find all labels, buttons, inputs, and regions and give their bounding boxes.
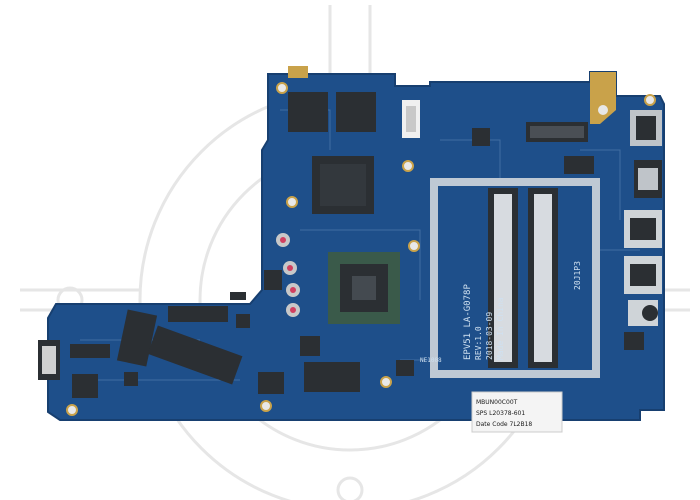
ribbon-connector: [147, 325, 243, 385]
svg-text:MBUN00C00T: MBUN00C00T: [476, 399, 518, 406]
silkscreen-date: 2018-03-09: [485, 312, 494, 360]
silkscreen-small-label: NE1008: [420, 357, 442, 364]
ribbon-connector: [70, 344, 110, 358]
small-components: [124, 128, 594, 392]
silkscreen-vertical-code: 20J1P3: [573, 261, 582, 290]
right-ports: [624, 110, 662, 350]
capacitors: [276, 233, 300, 317]
part-sticker: MBUN00C00T SPS L20378-601 Date Code 7L2B…: [471, 391, 563, 433]
silkscreen-rev: REV:1.0: [474, 326, 483, 360]
svg-text:SPS L20378-601: SPS L20378-601: [476, 410, 525, 417]
silkscreen-origin: Made In China: [496, 297, 505, 360]
gold-bracket: [590, 72, 616, 124]
ribbon-connector: [258, 372, 284, 394]
ribbon-connector: [168, 306, 228, 322]
gold-bracket: [288, 66, 308, 78]
memory-chip: [336, 92, 376, 132]
memory-chip: [288, 92, 328, 132]
ribbon-connector: [116, 309, 158, 367]
ribbon-connector: [72, 374, 98, 398]
svg-text:Date Code 7L2B18: Date Code 7L2B18: [476, 421, 532, 428]
ram-slots: [430, 178, 600, 378]
silkscreen-model: EPV51 LA-G078P: [463, 284, 473, 360]
mounting-holes: [66, 82, 656, 416]
